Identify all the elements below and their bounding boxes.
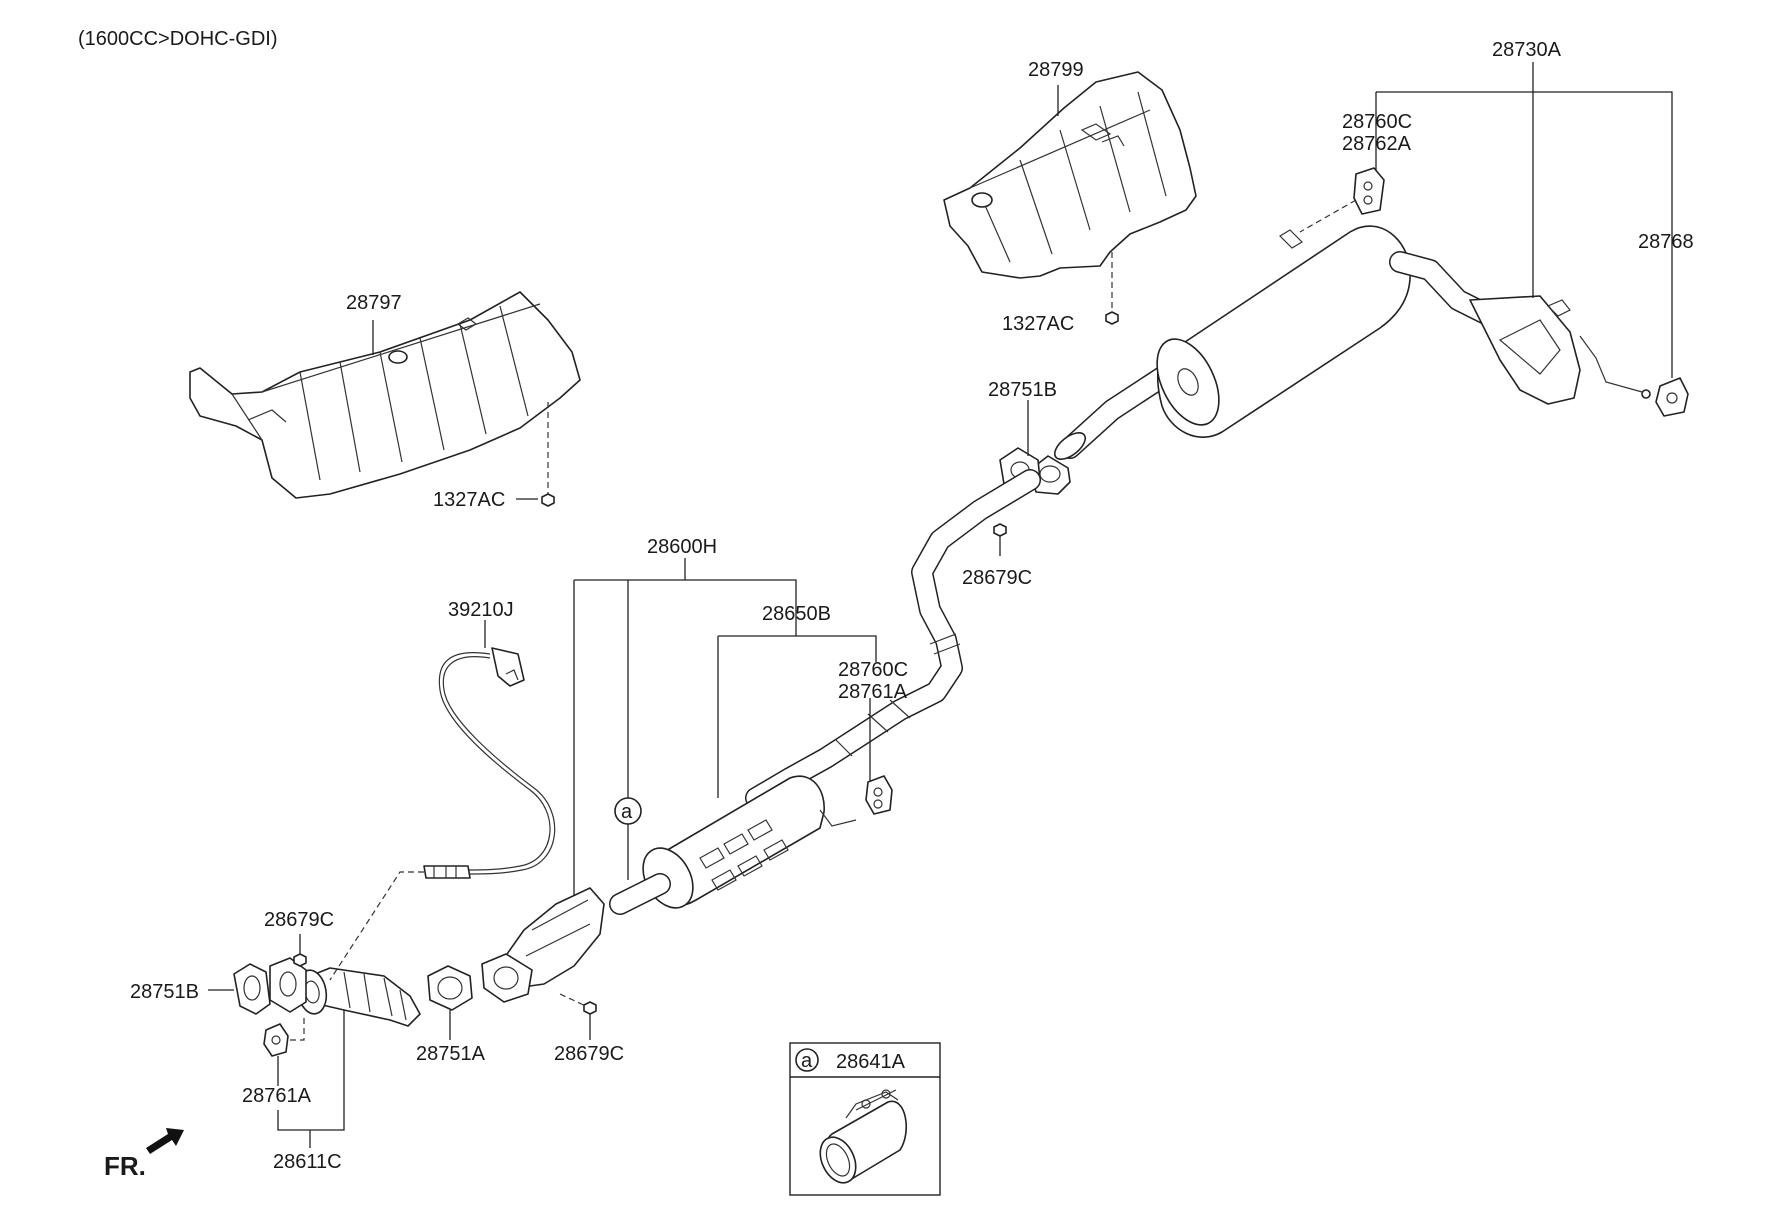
leader-hanger-front-dash [288,1018,305,1041]
leader-28600h-bracket [574,579,797,616]
hanger-rubber-rear[interactable] [1655,377,1689,417]
engine-spec-title: (1600CC>DOHC-GDI) [78,28,277,50]
leader-28611c-bracket [277,1010,345,1131]
heat-protector-front[interactable] [189,291,581,499]
label-28751b-mid: 28751B [988,379,1057,401]
label-28797: 28797 [346,292,402,314]
label-28751a: 28751A [416,1043,486,1065]
bolt-front-shield[interactable] [541,493,555,507]
bolt-center-shield[interactable] [1105,311,1119,325]
label-28760c-top: 28760C [1342,111,1412,133]
clamp-box-circle [795,1048,819,1072]
nut-front-top[interactable] [293,953,307,967]
front-catalytic-converter[interactable] [481,887,605,1003]
oxygen-sensor[interactable] [423,647,556,879]
label-1327ac-center: 1327AC [1002,313,1074,335]
pipe-clamp[interactable] [813,1089,908,1189]
leader-sensor-dash [329,871,424,981]
clamp-callout-letter: a [621,801,633,823]
label-28761a-mid: 28761A [838,681,908,703]
label-28679c-cat: 28679C [554,1043,624,1065]
front-marker-text: FR. [104,1151,146,1181]
label-28761a-front: 28761A [242,1085,312,1107]
label-28760c-mid: 28760C [838,659,908,681]
label-28650b: 28650B [762,603,831,625]
gasket-cat[interactable] [427,965,473,1011]
label-28751b-front: 28751B [130,981,199,1003]
clamp-box-letter: a [801,1050,813,1072]
nut-cat[interactable] [583,1001,597,1015]
label-28799: 28799 [1028,59,1084,81]
label-28600h: 28600H [647,536,717,558]
hanger-rubber-front[interactable] [263,1023,289,1057]
front-arrow-icon [146,1128,184,1154]
label-28730a: 28730A [1492,39,1562,61]
label-28762a: 28762A [1342,133,1412,155]
label-28611c: 28611C [273,1151,342,1173]
label-28679c-mid: 28679C [962,567,1032,589]
rear-muffler[interactable] [1050,225,1651,464]
center-pipe[interactable] [745,469,1041,809]
leader-28650b-bracket [718,635,877,662]
label-28768: 28768 [1638,231,1694,253]
catalytic-converter-center[interactable] [609,775,857,917]
nut-mid[interactable] [993,523,1007,537]
hanger-rubber-top[interactable] [1279,167,1385,249]
front-pipe[interactable] [294,967,421,1027]
label-28641a: 28641A [836,1051,906,1073]
hanger-rubber-mid[interactable] [865,775,893,815]
leader-nut-cat [559,993,591,1009]
gasket-front[interactable] [233,957,307,1015]
label-1327ac-front: 1327AC [433,489,505,511]
label-39210j: 39210J [448,599,514,621]
heat-protector-center[interactable] [943,71,1197,279]
label-28679c-front: 28679C [264,909,334,931]
leader-28730a-bracket [1376,91,1673,378]
clamp-callout-circle[interactable] [614,797,642,825]
front-direction-marker: FR. [104,1128,184,1181]
